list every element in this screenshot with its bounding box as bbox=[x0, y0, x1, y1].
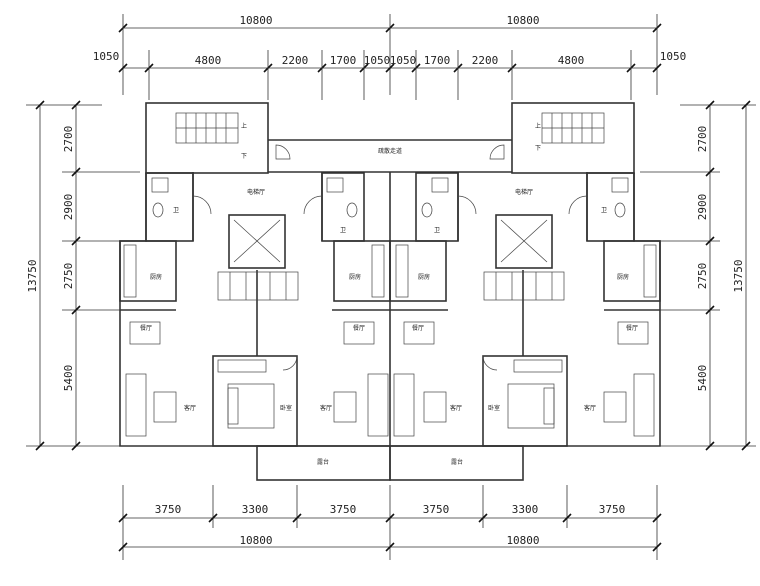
bottom-seg-3: 3750 bbox=[330, 503, 357, 516]
top-seg-8: 4800 bbox=[558, 54, 585, 67]
right-dimension-chain: 2700 2900 2750 5400 13750 bbox=[640, 100, 756, 451]
bottom-total-right: 10800 bbox=[506, 534, 539, 547]
bedroom-label-2: 卧室 bbox=[488, 404, 500, 412]
living-label-2: 客厅 bbox=[320, 404, 332, 412]
wc-label-3: 卫 bbox=[434, 227, 440, 234]
top-total-right: 10800 bbox=[506, 14, 539, 27]
right-seg-2: 2900 bbox=[696, 194, 709, 221]
left-dimension-chain: 13750 2700 2900 2750 5400 bbox=[26, 100, 140, 451]
bottom-seg-4: 3750 bbox=[423, 503, 450, 516]
wc-label-2: 卫 bbox=[340, 227, 346, 234]
stair-down-label-2: 下 bbox=[535, 145, 541, 152]
top-seg-6: 1700 bbox=[424, 54, 451, 67]
bottom-dimension-chain: 3750 3300 3750 3750 3300 3750 10800 1080… bbox=[118, 485, 662, 560]
bottom-seg-5: 3300 bbox=[512, 503, 539, 516]
kitchen-label-4: 厨房 bbox=[617, 273, 629, 281]
living-label-3: 客厅 bbox=[450, 404, 462, 412]
left-seg-1: 2700 bbox=[62, 126, 75, 153]
balcony-label-1: 露台 bbox=[317, 458, 329, 466]
corridor-label: 疏散走道 bbox=[378, 147, 402, 155]
stair-up-label-1: 上 bbox=[241, 122, 247, 130]
top-seg-5: 1050 bbox=[390, 54, 417, 67]
top-seg-4: 1050 bbox=[364, 54, 391, 67]
left-seg-4: 5400 bbox=[62, 365, 75, 392]
elevator-hall-right-label: 电梯厅 bbox=[515, 188, 533, 196]
top-seg-3: 1700 bbox=[330, 54, 357, 67]
left-seg-2: 2900 bbox=[62, 194, 75, 221]
top-outer-left: 1050 bbox=[93, 50, 120, 63]
dining-label-3: 餐厅 bbox=[412, 324, 424, 332]
kitchen-label-2: 厨房 bbox=[349, 273, 361, 281]
stair-up-label-2: 上 bbox=[535, 122, 541, 130]
bottom-seg-6: 3750 bbox=[599, 503, 626, 516]
kitchen-label-3: 厨房 bbox=[418, 273, 430, 281]
bottom-seg-1: 3750 bbox=[155, 503, 182, 516]
bedroom-label-1: 卧室 bbox=[280, 404, 292, 412]
top-total-left: 10800 bbox=[239, 14, 272, 27]
wc-label-4: 卫 bbox=[601, 207, 607, 214]
dining-label-1: 餐厅 bbox=[140, 324, 152, 332]
right-seg-4: 5400 bbox=[696, 365, 709, 392]
bottom-total-left: 10800 bbox=[239, 534, 272, 547]
balcony-label-2: 露台 bbox=[451, 458, 463, 466]
top-dimension-chain: 10800 10800 1050 1050 4800 2200 1700 105… bbox=[93, 14, 687, 100]
kitchen-label-1: 厨房 bbox=[150, 273, 162, 281]
top-outer-right: 1050 bbox=[660, 50, 687, 63]
living-label-4: 客厅 bbox=[584, 404, 596, 412]
dining-label-2: 餐厅 bbox=[353, 324, 365, 332]
left-seg-3: 2750 bbox=[62, 263, 75, 290]
room-labels: 疏散走道 电梯厅 电梯厅 卫 卫 卫 卫 厨房 厨房 厨房 厨房 餐厅 餐厅 餐… bbox=[140, 122, 638, 466]
wc-label-1: 卫 bbox=[173, 207, 179, 214]
bottom-seg-2: 3300 bbox=[242, 503, 269, 516]
top-seg-7: 2200 bbox=[472, 54, 499, 67]
elevator-hall-left-label: 电梯厅 bbox=[247, 188, 265, 196]
top-seg-1: 4800 bbox=[195, 54, 222, 67]
building-walls bbox=[119, 102, 661, 481]
right-seg-3: 2750 bbox=[696, 263, 709, 290]
right-total: 13750 bbox=[732, 259, 745, 292]
top-seg-2: 2200 bbox=[282, 54, 309, 67]
living-label-1: 客厅 bbox=[184, 404, 196, 412]
right-seg-1: 2700 bbox=[696, 126, 709, 153]
dining-label-4: 餐厅 bbox=[626, 324, 638, 332]
left-total: 13750 bbox=[26, 259, 39, 292]
stair-down-label-1: 下 bbox=[241, 153, 247, 160]
fixtures bbox=[123, 112, 657, 437]
